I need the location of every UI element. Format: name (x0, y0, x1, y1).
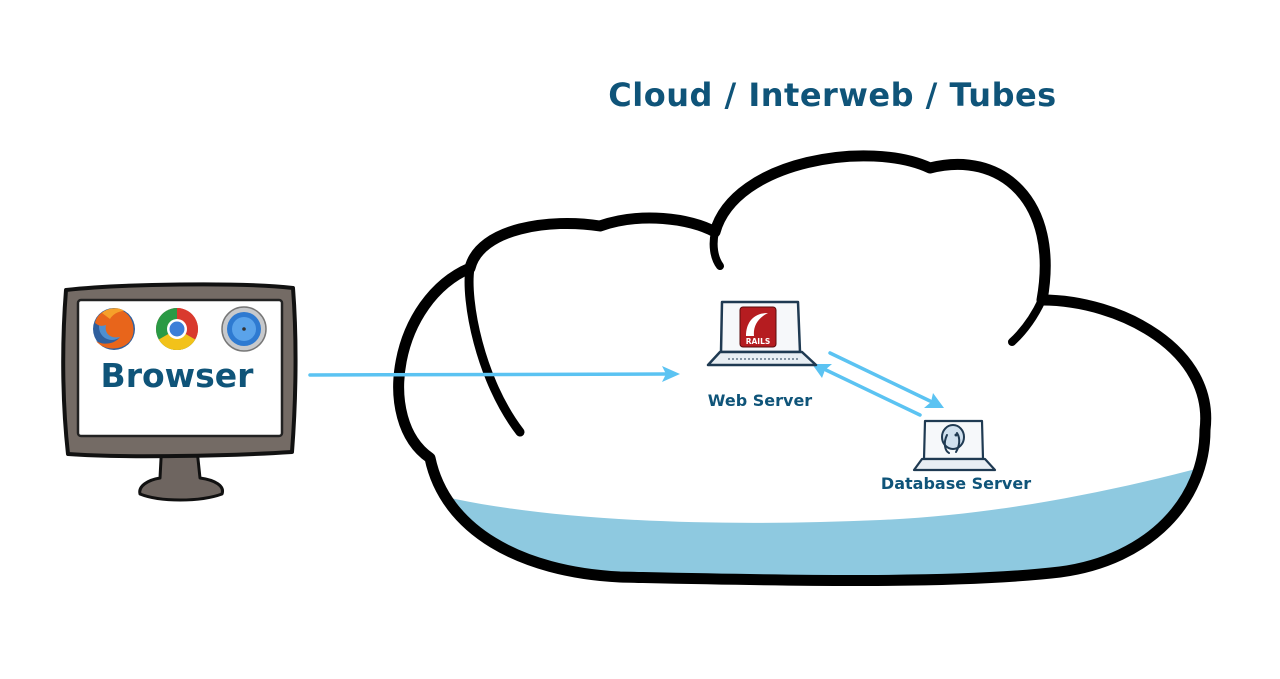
db-arrow-up (812, 364, 922, 417)
diagram-title: Cloud / Interweb / Tubes (608, 76, 1057, 114)
request-arrow (308, 366, 680, 382)
safari-icon (221, 306, 267, 352)
firefox-icon (93, 308, 135, 350)
web-server-laptop: RAILS (706, 300, 818, 367)
cloud-outline (393, 150, 1212, 586)
chrome-icon (155, 308, 199, 351)
db-arrow-down (828, 351, 944, 408)
postgresql-elephant-icon (941, 424, 965, 454)
web-server-label: Web Server (707, 391, 813, 410)
browser-monitor (61, 282, 298, 502)
database-server-laptop (912, 419, 997, 472)
rails-logo-icon: RAILS (739, 306, 777, 348)
browser-label: Browser (100, 356, 254, 395)
rails-text: RAILS (746, 337, 771, 346)
cloud (393, 150, 1212, 586)
monitor-stand (138, 438, 225, 502)
database-server-label: Database Server (880, 474, 1032, 493)
